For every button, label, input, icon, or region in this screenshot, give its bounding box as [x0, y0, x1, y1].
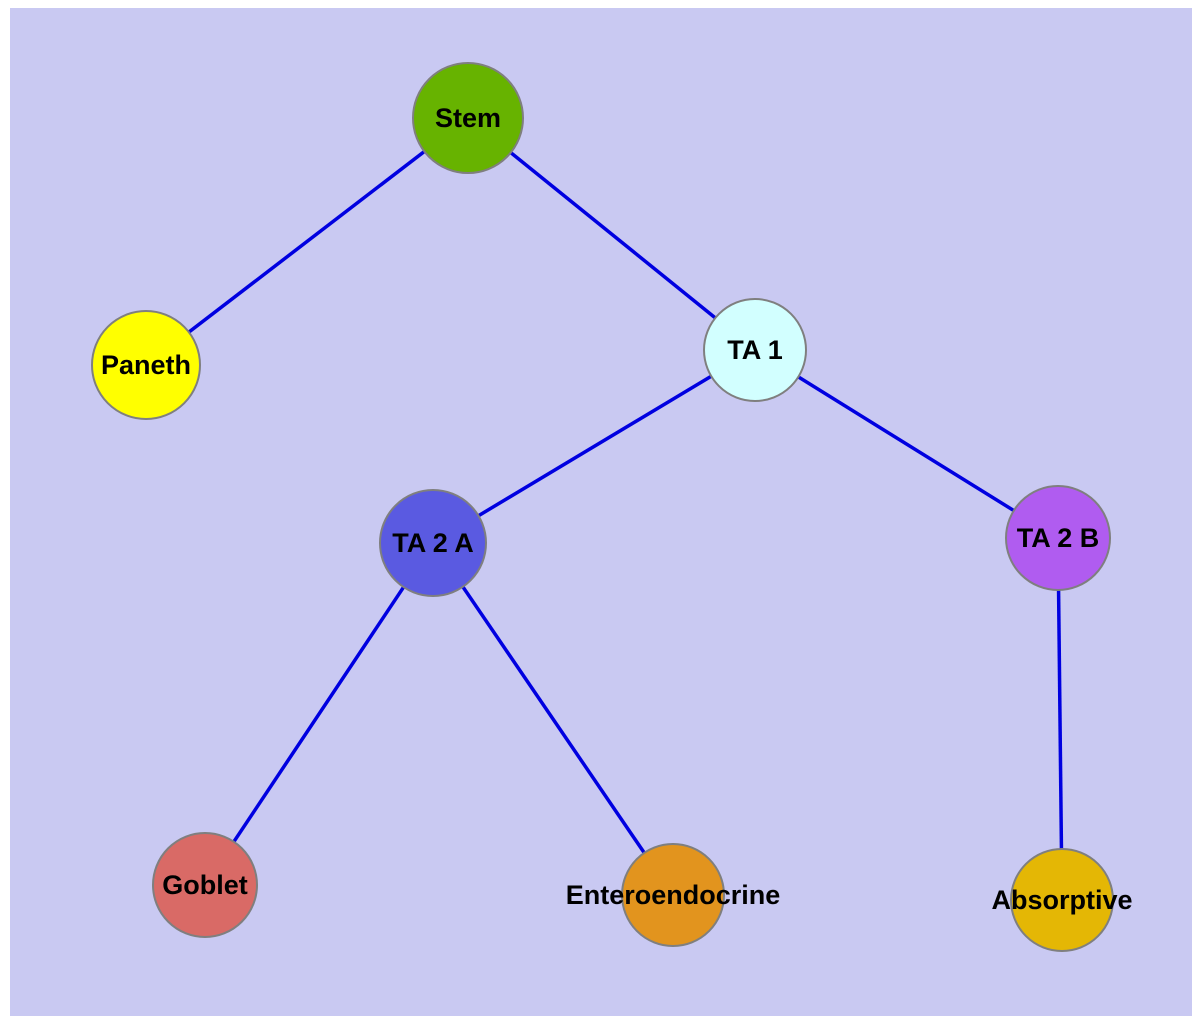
node-ta-2-b[interactable]: TA 2 B	[1005, 485, 1111, 591]
node-ta-1[interactable]: TA 1	[703, 298, 807, 402]
node-circle-enteroendocrine[interactable]	[621, 843, 725, 947]
edges-layer	[144, 116, 1064, 901]
node-goblet[interactable]: Goblet	[152, 832, 258, 938]
node-circle-paneth[interactable]	[91, 310, 201, 420]
edge-ta-2-a-goblet	[203, 542, 435, 886]
node-circle-ta-2-a[interactable]	[379, 489, 487, 597]
node-circle-ta-1[interactable]	[703, 298, 807, 402]
edge-stem-ta-1	[466, 116, 757, 352]
node-stem[interactable]: Stem	[412, 62, 524, 174]
edge-ta-1-ta-2-a	[432, 348, 756, 545]
node-ta-2-a[interactable]: TA 2 A	[379, 489, 487, 597]
node-circle-goblet[interactable]	[152, 832, 258, 938]
edge-stem-paneth	[144, 116, 470, 367]
node-circle-absorptive[interactable]	[1010, 848, 1114, 952]
node-circle-ta-2-b[interactable]	[1005, 485, 1111, 591]
node-paneth[interactable]: Paneth	[91, 310, 201, 420]
edge-ta-1-ta-2-b	[754, 348, 1059, 540]
node-circle-stem[interactable]	[412, 62, 524, 174]
edge-ta-2-a-enteroendocrine	[431, 542, 675, 896]
edge-ta-2-b-absorptive	[1056, 537, 1064, 901]
